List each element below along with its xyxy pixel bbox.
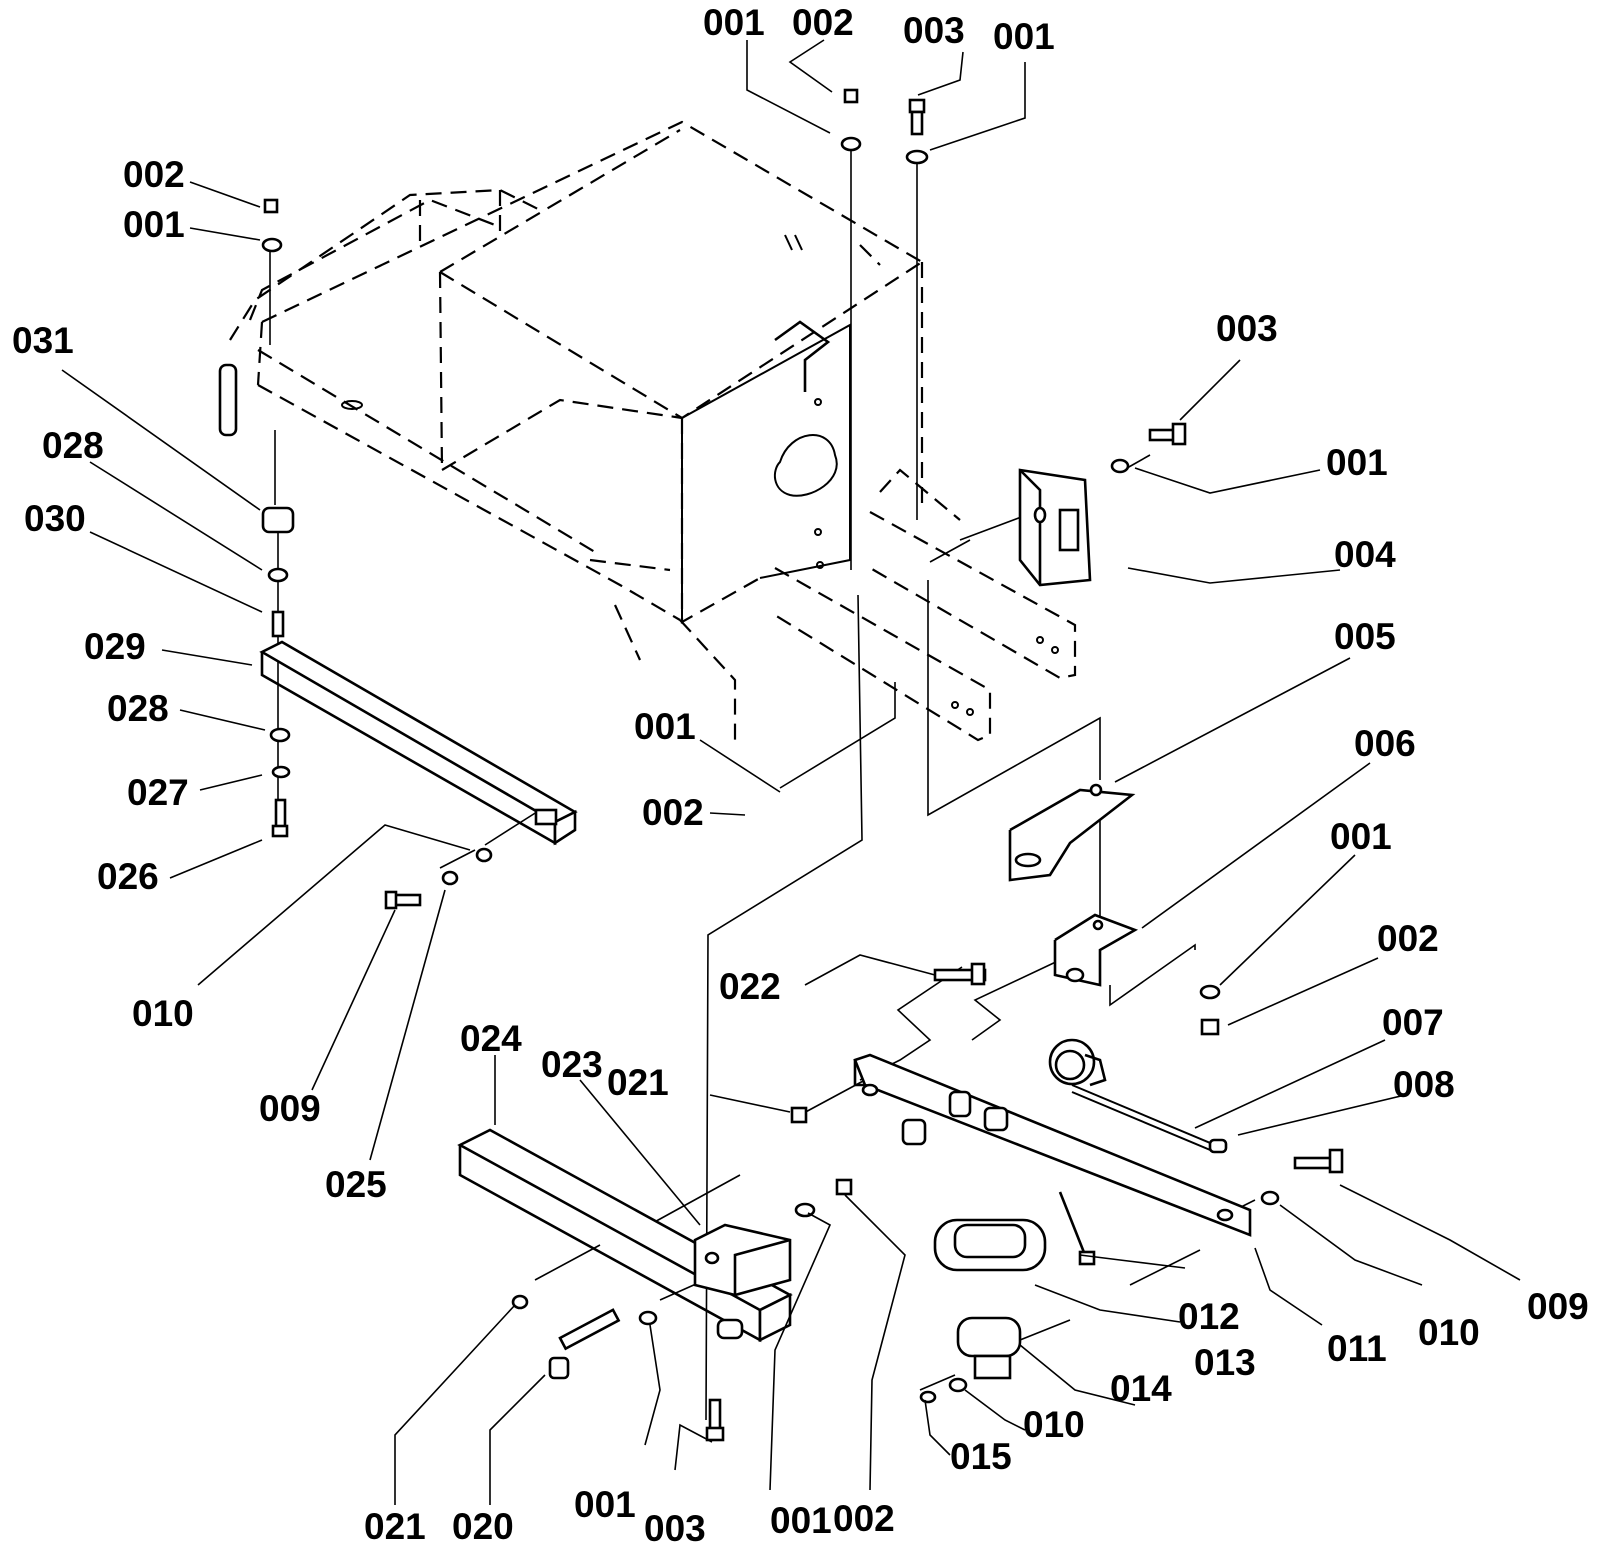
part-label-009-right: 009: [1527, 1286, 1589, 1327]
part-label-005: 005: [1334, 616, 1396, 657]
part-label-009-left: 009: [259, 1088, 321, 1129]
part-label-004: 004: [1334, 534, 1396, 575]
part-label-001-bottom: 001: [574, 1484, 636, 1525]
part-label-002-top: 002: [792, 2, 854, 43]
engine-side-plate: [681, 320, 851, 622]
part-label-028-lower: 028: [107, 688, 169, 729]
part-label-012: 012: [1178, 1296, 1240, 1337]
part-label-003-right: 003: [1216, 308, 1278, 349]
part-label-024: 024: [460, 1018, 522, 1059]
part-label-010-right: 010: [1418, 1312, 1480, 1353]
part-label-002-bottom: 002: [833, 1498, 895, 1539]
part-label-030: 030: [24, 498, 86, 539]
engine-outline: [229, 120, 924, 742]
part-label-001-right: 001: [1326, 442, 1388, 483]
part-label-001-top-right: 001: [993, 16, 1055, 57]
part-label-021-lower: 021: [364, 1506, 426, 1547]
part-label-031: 031: [12, 320, 74, 361]
part-label-029: 029: [84, 626, 146, 667]
part-label-026: 026: [97, 856, 159, 897]
part-label-003-bottom: 003: [644, 1508, 706, 1549]
part-label-027: 027: [127, 772, 189, 813]
part-label-011: 011: [1327, 1328, 1387, 1369]
hardware-parts: [218, 88, 1344, 1442]
part-label-003-top: 003: [903, 10, 965, 51]
part-label-007: 007: [1382, 1002, 1444, 1043]
part-label-001-top: 001: [703, 2, 765, 43]
part-label-022: 022: [719, 966, 781, 1007]
part-label-023: 023: [541, 1044, 603, 1085]
part-label-006: 006: [1354, 723, 1416, 764]
part-label-010-left: 010: [132, 993, 194, 1034]
part-label-001-center: 001: [634, 706, 696, 747]
part-label-020: 020: [452, 1506, 514, 1547]
part-label-001-mid-right: 001: [1330, 816, 1392, 857]
part-label-013: 013: [1194, 1342, 1256, 1383]
part-label-021-upper: 021: [607, 1062, 669, 1103]
part-label-002-center: 002: [642, 792, 704, 833]
part-label-002-mid-right: 002: [1377, 918, 1439, 959]
part-label-001-bottom-right: 001: [770, 1500, 832, 1541]
part-label-001-left: 001: [123, 204, 185, 245]
part-label-008: 008: [1393, 1064, 1455, 1105]
engine-mount-brackets: [769, 468, 1077, 742]
assembly-axes: [269, 148, 1256, 1421]
part-label-010-bottom: 010: [1023, 1404, 1085, 1445]
leader-lines: [61, 39, 1521, 1505]
part-label-025: 025: [325, 1164, 387, 1205]
part-label-028-upper: 028: [42, 425, 104, 466]
part-label-014: 014: [1110, 1368, 1172, 1409]
part-label-002-left: 002: [123, 154, 185, 195]
part-label-015: 015: [950, 1436, 1012, 1477]
